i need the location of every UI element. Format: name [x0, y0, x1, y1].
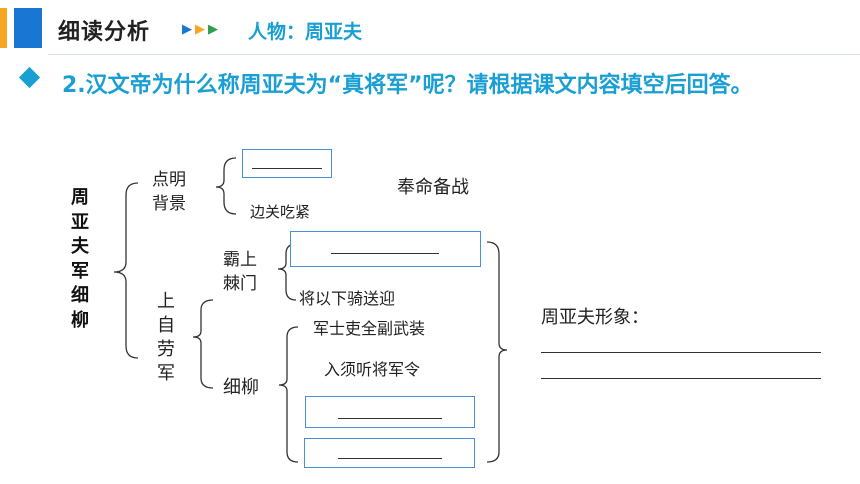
conclusion-label: 周亚夫形象： — [541, 307, 649, 328]
topic-title: 人物：周亚夫 — [248, 21, 363, 43]
header-accent-orange-bar — [0, 8, 7, 48]
branch1-bracket — [215, 157, 237, 215]
header-divider — [48, 54, 860, 55]
branch2-bracket — [192, 299, 214, 389]
blank-underline — [331, 253, 439, 254]
sub2-item-armor: 军士吏全副武装 — [313, 319, 426, 338]
conclusion-answer-line-2[interactable] — [541, 378, 821, 379]
root-label: 周亚夫军细柳 — [71, 187, 89, 331]
root-bracket — [113, 182, 139, 359]
sub2-label: 细柳 — [223, 377, 259, 398]
sub2-blank-box-2[interactable] — [304, 438, 475, 468]
blank-underline — [338, 418, 442, 419]
conclusion-bracket — [486, 241, 508, 463]
header-arrows: ▶▶▶ — [182, 22, 221, 37]
sub2-blank-box-1[interactable] — [305, 396, 475, 428]
branch2-label: 上自劳军 — [157, 291, 175, 384]
sub2-item-orders: 入须听将军令 — [324, 360, 421, 379]
blank-underline — [338, 458, 442, 459]
branch1-blank-box[interactable] — [242, 149, 332, 178]
branch1-item-border: 边关吃紧 — [250, 203, 311, 221]
branch1-label: 点明背景 — [152, 170, 186, 214]
branch1-note: 奉命备战 — [397, 177, 469, 198]
sub1-blank-box[interactable] — [290, 231, 481, 267]
sub1-item-escort: 将以下骑送迎 — [299, 289, 396, 308]
sub1-label: 霸上棘门 — [223, 250, 257, 294]
conclusion-answer-line-1[interactable] — [541, 352, 821, 353]
section-title: 细读分析 — [58, 20, 151, 45]
arrow-right-orange-icon: ▶ — [195, 22, 208, 37]
blank-underline — [252, 168, 322, 169]
arrow-right-green-icon: ▶ — [208, 22, 221, 37]
question-text: 2.汉文帝为什么称周亚夫为“真将军”呢？请根据课文内容填空后回答。 — [62, 73, 753, 98]
sub2-bracket — [278, 326, 299, 463]
header-accent-blue-bar — [14, 8, 42, 48]
sub1-bracket — [277, 243, 297, 301]
arrow-right-blue-icon: ▶ — [182, 22, 195, 37]
